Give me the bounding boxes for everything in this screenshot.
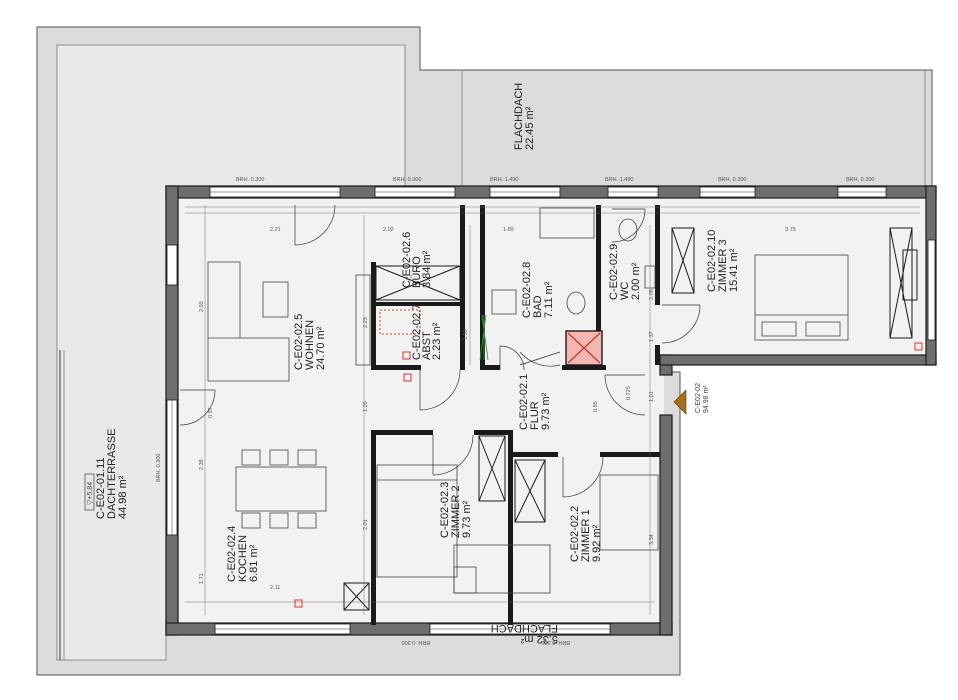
dim-label: 2.23 bbox=[363, 317, 369, 328]
dim-label: 1.01 bbox=[649, 391, 655, 402]
bad-area: 7.11 m² bbox=[543, 281, 555, 318]
zimmer2-name: ZIMMER 2 bbox=[450, 485, 462, 538]
zimmer1-name: ZIMMER 1 bbox=[580, 509, 592, 562]
terrasse-code: C-E02-01.11 bbox=[95, 457, 107, 519]
unit-code: C-E02-02 bbox=[695, 383, 702, 413]
zimmer3-name: ZIMMER 3 bbox=[717, 239, 729, 292]
furniture bbox=[207, 207, 849, 594]
wohnen-area: 24.70 m² bbox=[315, 326, 327, 370]
kochen-name: KOCHEN bbox=[237, 535, 249, 582]
room-label-kochen: C-E02-02.4 KOCHEN 6.81 m² bbox=[226, 526, 260, 582]
dim-label: 1.30 bbox=[463, 329, 469, 340]
buero-code: C-E02-02.6 bbox=[401, 232, 413, 288]
wc-name: WC bbox=[619, 282, 631, 300]
room-label-zimmer1: C-E02-02.2 ZIMMER 1 9.92 m² bbox=[569, 506, 603, 562]
bad-name: BAD bbox=[532, 295, 544, 318]
terrasse-name: DACHTERRASSE bbox=[106, 429, 118, 519]
dimension-labels: 2.21 2.02 1.89 3.75 2.11 2.23 1.30 1.20 … bbox=[199, 227, 796, 591]
entrance-arrow-icon bbox=[673, 389, 687, 415]
dim-label: 0.725 bbox=[626, 386, 632, 400]
dim-label: 1.37 bbox=[649, 331, 655, 342]
kochen-area: 6.81 m² bbox=[248, 544, 260, 582]
room-label-wc: C-E02-02.9 WC 2.00 m² bbox=[608, 244, 642, 300]
interior-walls bbox=[371, 205, 660, 625]
wc-area: 2.00 m² bbox=[630, 262, 642, 300]
dim-label: 3.75 bbox=[785, 227, 796, 233]
wohnen-code: C-E02-02.5 bbox=[293, 314, 305, 370]
dim-label: 3.34 bbox=[649, 534, 655, 545]
brh-label: BRH. 0.300 bbox=[718, 177, 746, 183]
window-glazing bbox=[171, 191, 886, 630]
dim-label: 2.01 bbox=[363, 519, 369, 530]
zimmer3-code: C-E02-02.10 bbox=[706, 230, 718, 292]
wohnen-name: WOHNEN bbox=[304, 320, 316, 370]
brh-label: BRH. 0.300 bbox=[846, 177, 874, 183]
dim-label: 2.11 bbox=[270, 585, 280, 591]
room-label-zimmer2: C-E02-02.3 ZIMMER 2 9.73 m² bbox=[439, 482, 473, 538]
dim-label: 2.02 bbox=[383, 227, 394, 233]
dim-label: 2.50 bbox=[199, 301, 205, 312]
brh-label: BRH. 0.300 bbox=[236, 177, 264, 183]
brh-labels: BRH. 0.300 BRH. 0.300 BRH. 1.490 BRH. 1.… bbox=[156, 177, 874, 645]
buero-area: 3.84 m² bbox=[421, 250, 433, 288]
kochen-code: C-E02-02.4 bbox=[226, 526, 238, 582]
bad-code: C-E02-02.8 bbox=[521, 262, 533, 318]
dim-label: 2.38 bbox=[199, 459, 205, 470]
dim-label: 0.95 bbox=[593, 401, 599, 412]
brh-label: BRH. 0.300 bbox=[156, 454, 162, 482]
flachdach-bottom-name: FLACHDACH bbox=[491, 622, 558, 634]
brh-label: BRH. 1.490 bbox=[490, 177, 518, 183]
abst-name: ABST bbox=[421, 331, 433, 360]
doors bbox=[179, 204, 701, 498]
flachdach-top-area: 22.45 m² bbox=[524, 106, 536, 150]
flur-area: 9.73 m² bbox=[540, 392, 552, 430]
room-label-terrasse: ▽+5.84 C-E02-01.11 DACHTERRASSE 44.98 m² bbox=[84, 429, 129, 519]
unit-area: 94.98 m² bbox=[703, 385, 710, 413]
wc-code: C-E02-02.9 bbox=[608, 244, 620, 300]
room-label-wohnen: C-E02-02.5 WOHNEN 24.70 m² bbox=[293, 314, 327, 370]
unit-label: C-E02-02 94.98 m² bbox=[695, 383, 710, 413]
flur-name: FLUR bbox=[529, 401, 541, 430]
zimmer1-area: 9.92 m² bbox=[591, 524, 603, 562]
room-label-flur: C-E02-02.1 FLUR 9.73 m² bbox=[518, 374, 552, 430]
flachdach-top-name: FLACHDACH bbox=[513, 83, 525, 150]
zimmer3-area: 15.41 m² bbox=[728, 248, 740, 292]
buero-name: BÜRO bbox=[411, 256, 423, 288]
terrasse-area: 44.98 m² bbox=[117, 475, 129, 519]
room-label-flachdach-bottom: 5.32 m² FLACHDACH bbox=[491, 622, 558, 645]
flachdach-bottom-area: 5.32 m² bbox=[520, 633, 558, 645]
dim-label: 1.71 bbox=[199, 573, 205, 584]
terrasse-level: ▽+5.84 bbox=[87, 482, 94, 505]
green-marks bbox=[479, 314, 489, 361]
flur-code: C-E02-02.1 bbox=[518, 374, 530, 430]
zimmer2-code: C-E02-02.3 bbox=[439, 482, 451, 538]
brh-label: BRH. 0.300 bbox=[542, 639, 570, 645]
room-label-abst: C-E02-02.7 ABST 2.23 m² bbox=[411, 304, 443, 360]
brh-label: BRH. 0.300 bbox=[393, 177, 421, 183]
dim-label: 1.20 bbox=[363, 401, 369, 412]
room-label-zimmer3: C-E02-02.10 ZIMMER 3 15.41 m² bbox=[706, 230, 740, 292]
dim-label: 2.08 bbox=[649, 289, 655, 300]
zimmer2-area: 9.73 m² bbox=[461, 500, 473, 538]
dimension-lines bbox=[185, 205, 920, 615]
room-label-bad: C-E02-02.8 BAD 7.11 m² bbox=[521, 262, 555, 318]
dim-label: 0.97 bbox=[208, 407, 214, 418]
abst-code: C-E02-02.7 bbox=[411, 304, 423, 360]
shafts bbox=[343, 227, 918, 611]
brh-label: BRH. 0.300 bbox=[402, 639, 430, 645]
red-markers bbox=[294, 309, 923, 608]
dim-label: 1.89 bbox=[503, 227, 514, 233]
brh-label: BRH. 1.490 bbox=[605, 177, 633, 183]
dim-label: 2.21 bbox=[270, 227, 281, 233]
heating-shaft bbox=[565, 330, 603, 366]
room-label-flachdach-top: FLACHDACH 22.45 m² bbox=[513, 83, 536, 150]
apartment-floor bbox=[176, 196, 926, 625]
zimmer1-code: C-E02-02.2 bbox=[569, 506, 581, 562]
room-label-buero: C-E02-02.6 BÜRO 3.84 m² bbox=[401, 232, 433, 288]
abst-area: 2.23 m² bbox=[431, 322, 443, 360]
